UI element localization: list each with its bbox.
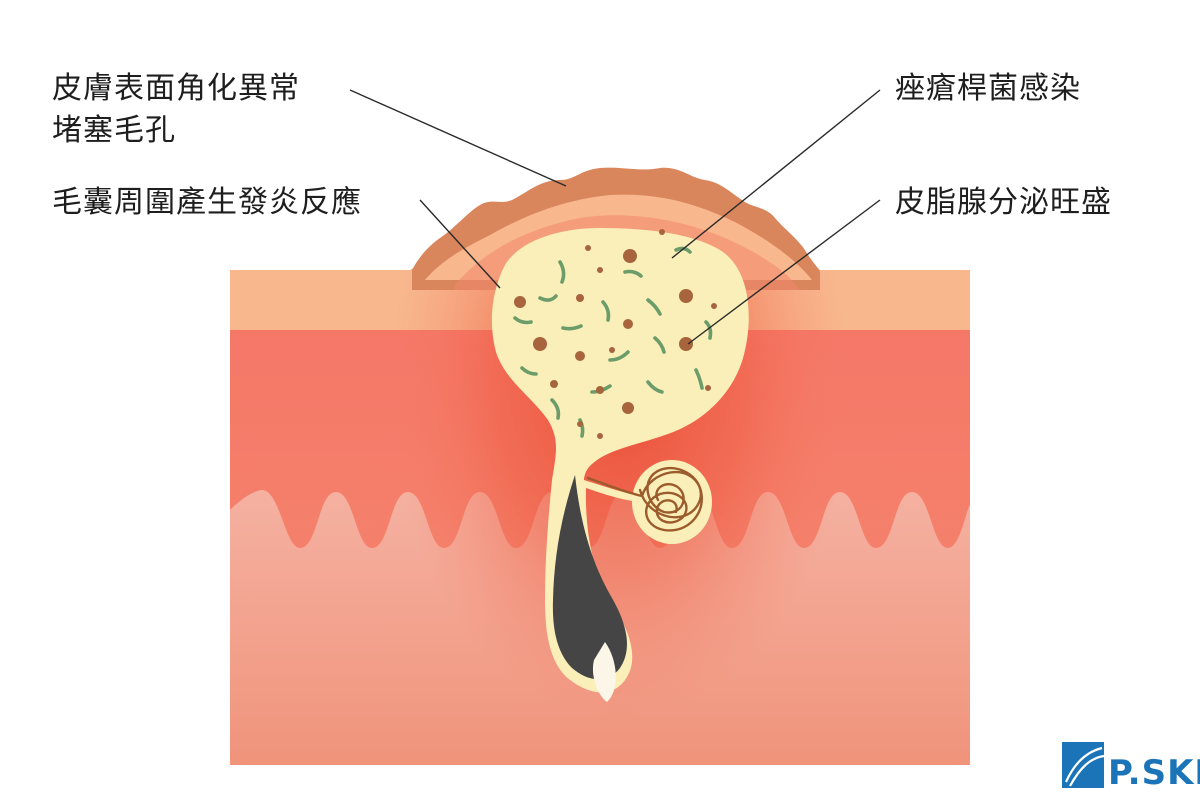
pskin-logo: P.SKIN <box>1062 742 1200 793</box>
label-sebaceous: 皮脂腺分泌旺盛 <box>895 185 1112 220</box>
bacterium <box>520 366 538 376</box>
sebum-particle <box>705 385 711 391</box>
bacterium <box>561 324 583 331</box>
sebum-particles <box>514 229 717 439</box>
bacterium <box>694 368 704 390</box>
leader-keratinization <box>349 89 567 187</box>
label-inflammation: 毛囊周圍產生發炎反應 <box>52 185 362 220</box>
sebum-particle <box>533 337 547 351</box>
sebum-particle <box>609 347 615 353</box>
leader-lines <box>349 89 881 345</box>
sebum-particle <box>679 337 693 351</box>
sebum-particle <box>679 289 693 303</box>
sebum-particle <box>577 421 583 427</box>
bacterium <box>550 398 561 420</box>
sebum-particle <box>585 245 591 251</box>
sebum-particle <box>597 433 603 439</box>
label-keratinization-line1: 皮膚表面角化異常 <box>52 71 300 106</box>
sebum-particle <box>622 402 634 414</box>
bacterium <box>601 300 611 322</box>
sebaceous-gland <box>586 460 712 544</box>
sebum-particle <box>711 303 717 309</box>
bacterium <box>623 269 643 278</box>
sebum-particle <box>659 229 665 235</box>
sebum-particle <box>623 319 633 329</box>
hair-bulb <box>592 642 616 702</box>
leader-sebaceous <box>687 199 881 345</box>
label-keratinization-line2: 堵塞毛孔 <box>52 113 176 148</box>
bacterium <box>538 294 558 302</box>
hair-shaft <box>552 475 627 680</box>
bacterium <box>646 298 662 316</box>
bacterium <box>513 316 533 325</box>
label-bacteria: 痤瘡桿菌感染 <box>895 71 1081 106</box>
bacterium <box>558 260 566 284</box>
bacteria-cluster <box>513 246 713 438</box>
leader-bacteria <box>671 89 881 259</box>
bacterium <box>646 380 664 394</box>
leader-inflammation <box>419 199 501 289</box>
sebum-particle <box>597 267 603 273</box>
sebum-particle <box>550 380 558 388</box>
bacterium <box>608 350 630 362</box>
bacterium <box>653 336 666 354</box>
sebum-particle <box>575 351 585 361</box>
bacterium <box>704 320 713 340</box>
sebum-particle <box>514 296 526 308</box>
sebum-particle <box>596 386 604 394</box>
sebum-particle <box>623 249 637 263</box>
logo-text: P.SKIN <box>1108 753 1200 793</box>
sebum-particle <box>576 294 584 302</box>
